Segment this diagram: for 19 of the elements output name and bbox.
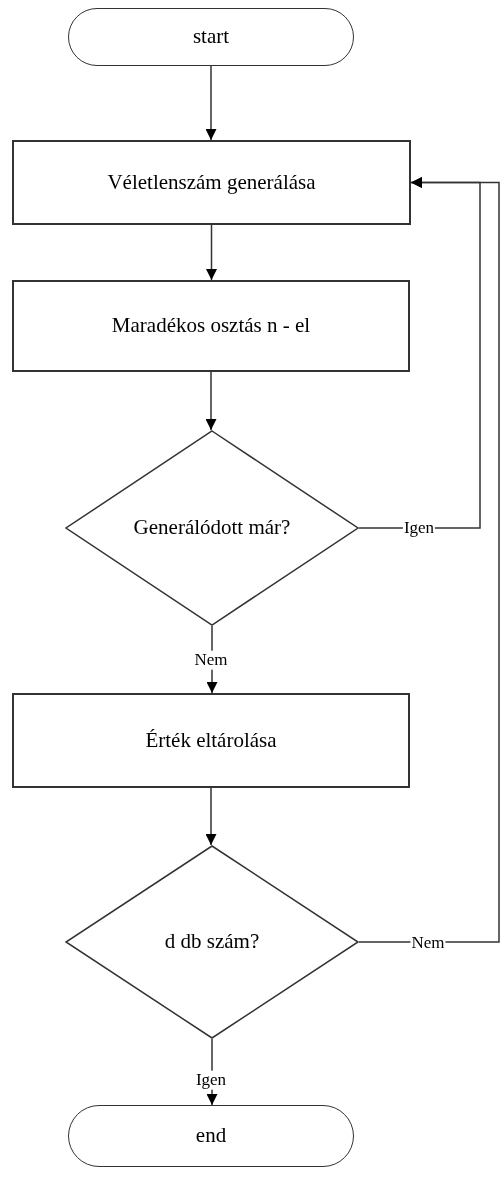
node-label: d db szám? <box>164 929 260 955</box>
arrow <box>205 65 217 141</box>
arrow <box>205 371 217 431</box>
process-box <box>12 280 410 372</box>
node-label: start <box>192 24 230 50</box>
edge-label: Nem <box>193 650 229 670</box>
arrow <box>206 224 217 281</box>
node-label: Generálódott már? <box>133 515 291 541</box>
process-box <box>12 693 410 788</box>
decision-diamond <box>65 845 359 1039</box>
node-label: Véletlenszám generálása <box>107 169 316 196</box>
arrow <box>358 177 500 943</box>
arrow <box>205 787 217 846</box>
node-label: Érték eltárolása <box>145 727 277 754</box>
node-label: Maradékos osztás n - el <box>111 313 311 339</box>
process-box <box>12 140 411 225</box>
edge-label: Igen <box>194 1070 228 1090</box>
node-label: end <box>195 1123 227 1149</box>
decision-diamond <box>65 430 359 626</box>
